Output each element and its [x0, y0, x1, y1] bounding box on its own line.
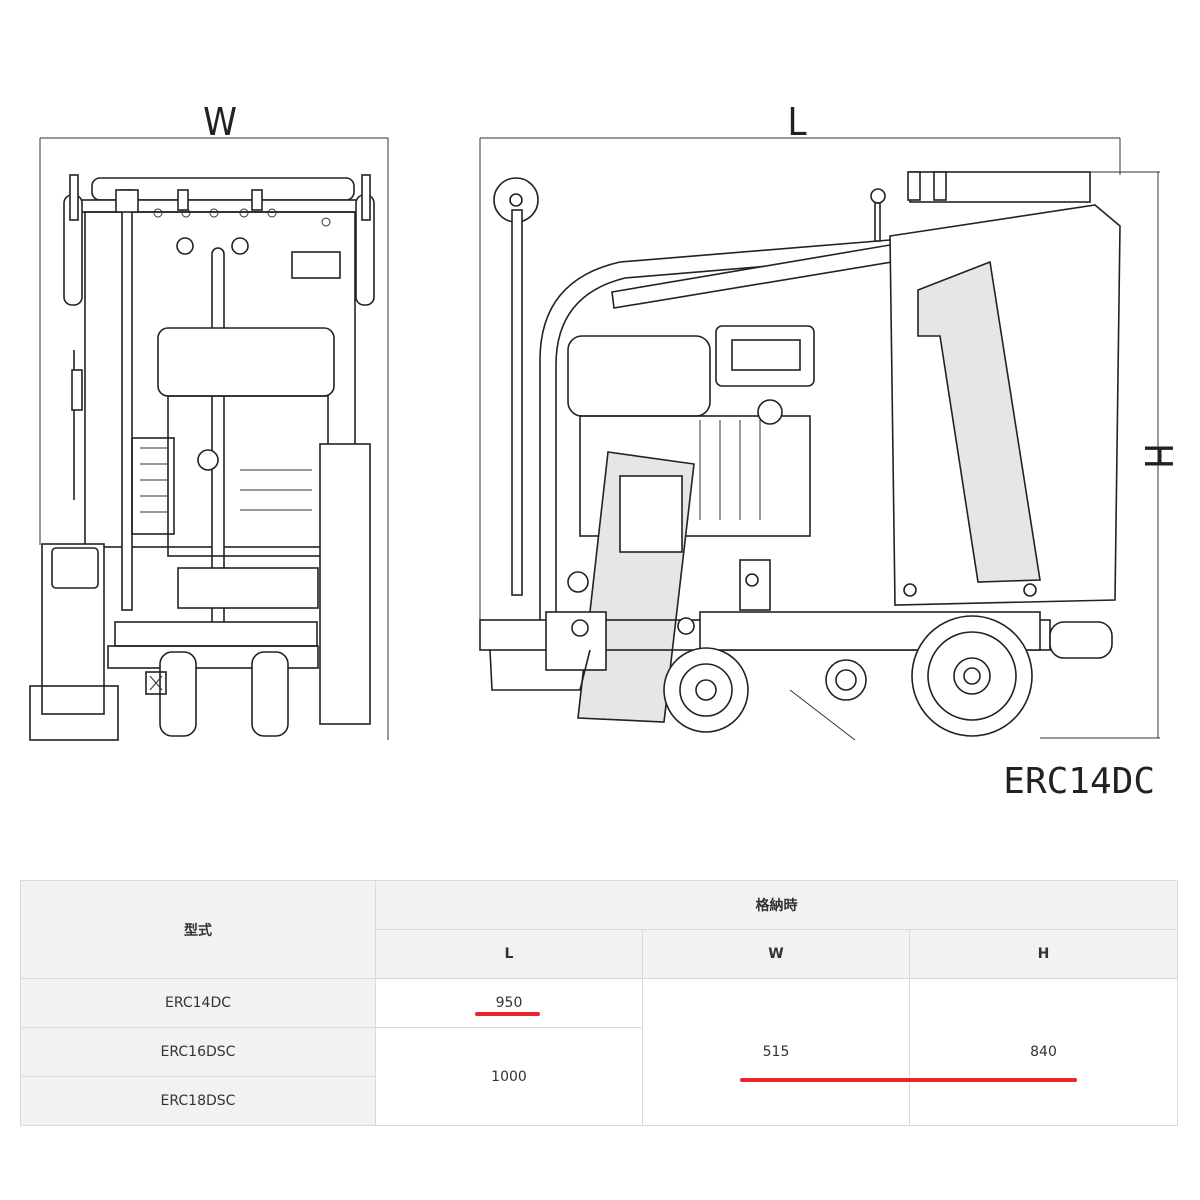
- machine-dimension-drawing: W: [29, 100, 1180, 802]
- width-dimension-label: W: [203, 100, 237, 144]
- stored-group-header: 格納時: [374, 880, 1179, 930]
- width-cell: 515: [642, 978, 910, 1126]
- length-highlight-underline: [475, 1012, 540, 1016]
- height-cell: 840: [908, 978, 1179, 1126]
- side-view: L H: [479, 100, 1180, 802]
- front-view: W: [29, 100, 389, 741]
- model-label: ERC14DC: [1003, 761, 1155, 802]
- height-dimension-label: H: [1136, 443, 1180, 469]
- length-column-header: L: [375, 929, 643, 979]
- model-cell: ERC18DSC: [20, 1076, 376, 1126]
- model-cell: ERC16DSC: [20, 1027, 376, 1077]
- length-cell: 950: [375, 978, 643, 1028]
- model-cell: ERC14DC: [20, 978, 376, 1028]
- length-cell: 1000: [375, 1027, 643, 1126]
- length-dimension-label: L: [787, 100, 806, 144]
- model-column-header: 型式: [20, 880, 376, 979]
- spec-table: 型式 格納時 L W H ERC14DC 950 515 840 ERC16DS…: [20, 880, 1179, 1126]
- height-column-header: H: [908, 929, 1179, 979]
- width-column-header: W: [642, 929, 910, 979]
- width-height-highlight-underline: [740, 1078, 1077, 1082]
